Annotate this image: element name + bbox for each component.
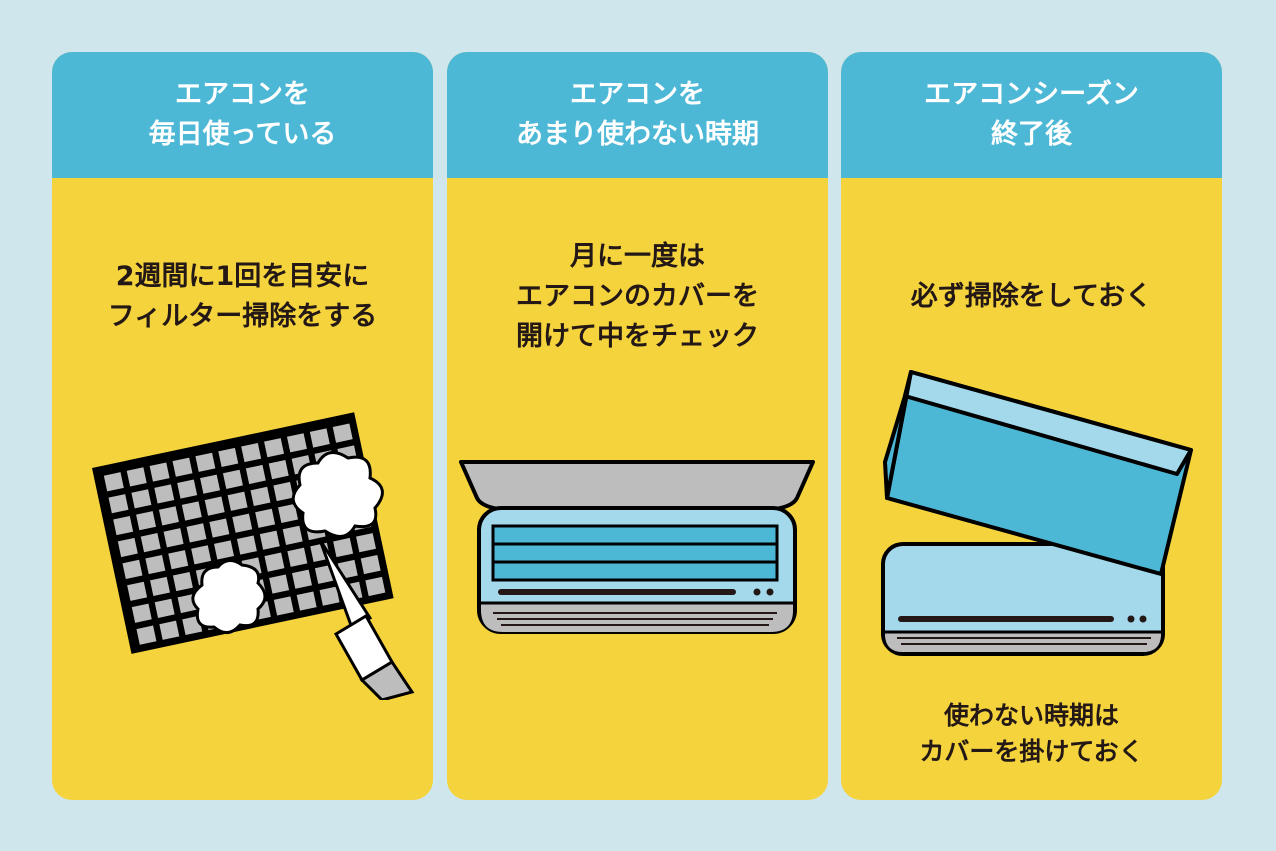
filter-cell: [365, 576, 386, 597]
filter-cell: [273, 481, 294, 502]
covered-aircon-icon: [881, 370, 1193, 656]
filter-cell: [200, 474, 221, 494]
filter-cell: [149, 462, 170, 482]
filter-cell: [269, 574, 290, 594]
filter-cleaning-icon: [92, 412, 415, 700]
filter-cell: [268, 460, 289, 480]
description-line: エアコンのカバーを: [516, 281, 759, 312]
filter-cell: [126, 467, 147, 487]
filter-cell: [332, 423, 353, 443]
filter-cell: [172, 457, 193, 477]
panel-title-line: あまり使わない時期: [516, 119, 759, 150]
filter-cell: [278, 503, 299, 524]
filter-cell: [236, 535, 257, 555]
description-line: フィルター掃除をする: [107, 301, 378, 332]
filter-cell: [296, 591, 317, 611]
filter-cell: [103, 472, 124, 492]
filter-cell: [222, 469, 243, 489]
panel-header: エアコンシーズン 終了後: [841, 52, 1222, 178]
panel-infrequent-use: エアコンを あまり使わない時期 月に一度は エアコンのカバーを 開けて中をチェッ…: [447, 52, 828, 800]
filter-cell: [286, 433, 307, 453]
filter-cell: [122, 559, 143, 579]
filter-cell: [113, 515, 134, 536]
filter-cell: [145, 554, 166, 575]
filter-cell: [181, 501, 202, 521]
note-line: 使わない時期は: [943, 701, 1119, 730]
filter-cell: [255, 508, 276, 528]
filter-cell: [195, 452, 216, 472]
filter-cell: [186, 523, 207, 543]
filter-cell: [287, 547, 308, 567]
filter-cell: [319, 586, 340, 606]
filter-cell: [292, 569, 312, 589]
filter-cell: [131, 603, 152, 623]
panel-header: エアコンを 毎日使っている: [52, 52, 433, 178]
panel-header: エアコンを あまり使わない時期: [447, 52, 828, 178]
filter-cell: [140, 533, 161, 553]
filter-cell: [150, 576, 170, 597]
filter-cell: [131, 489, 152, 509]
filter-cell: [333, 537, 354, 558]
panel-daily-use: エアコンを 毎日使っている 2週間に1回を目安に フィルター掃除をする: [52, 52, 433, 800]
filter-cell: [127, 581, 148, 601]
filter-cell: [273, 596, 294, 616]
filter-cell: [356, 533, 376, 553]
panel-title-line: エアコンを: [570, 79, 705, 110]
filter-cell: [204, 496, 225, 516]
filter-cell: [245, 464, 266, 485]
description-line: 必ず掃除をしておく: [910, 281, 1153, 312]
filter-cell: [163, 528, 184, 548]
filter-cell: [158, 506, 179, 526]
filter-cell: [108, 494, 129, 514]
note-line: カバーを掛けておく: [919, 737, 1144, 766]
filter-cell: [259, 530, 280, 550]
filter-cell: [241, 442, 262, 463]
filter-cell: [154, 484, 175, 504]
description-line: 月に一度は: [570, 241, 705, 272]
filter-cell: [136, 625, 157, 645]
filter-cell: [218, 447, 239, 468]
filter-cell: [250, 486, 271, 506]
panel-title-line: 毎日使っている: [148, 119, 337, 150]
filter-cell: [172, 571, 193, 592]
filter-cell: [232, 513, 253, 533]
filter-cell: [309, 428, 330, 448]
filter-cell: [168, 550, 189, 570]
panel-title-line: エアコンを: [175, 79, 310, 110]
filter-cell: [159, 620, 180, 640]
filter-cell: [177, 479, 198, 499]
panel-description: 必ず掃除をしておく: [841, 277, 1222, 317]
filter-cell: [264, 438, 285, 458]
panel-after-season: エアコンシーズン 終了後 必ず掃除をしておく 使わない時期は カバーを掛けておく: [841, 52, 1222, 800]
filter-cell: [209, 518, 230, 538]
filter-cell: [264, 552, 285, 572]
panel-title-line: エアコンシーズン: [924, 79, 1139, 110]
panel-description: 2週間に1回を目安に フィルター掃除をする: [52, 257, 433, 337]
panel-note: 使わない時期は カバーを掛けておく: [841, 698, 1222, 770]
filter-cell: [227, 491, 248, 511]
panel-title-line: 終了後: [991, 119, 1072, 150]
filter-cell: [154, 598, 175, 618]
filter-cell: [214, 540, 234, 560]
filter-cell: [282, 525, 303, 545]
open-aircon-icon: [459, 460, 815, 634]
filter-cell: [136, 511, 157, 531]
filter-cell: [191, 545, 212, 565]
panel-description: 月に一度は エアコンのカバーを 開けて中をチェック: [447, 237, 828, 357]
description-line: 2週間に1回を目安に: [115, 261, 370, 292]
description-line: 開けて中をチェック: [516, 321, 759, 352]
filter-cell: [360, 554, 381, 575]
filter-cell: [117, 537, 138, 558]
